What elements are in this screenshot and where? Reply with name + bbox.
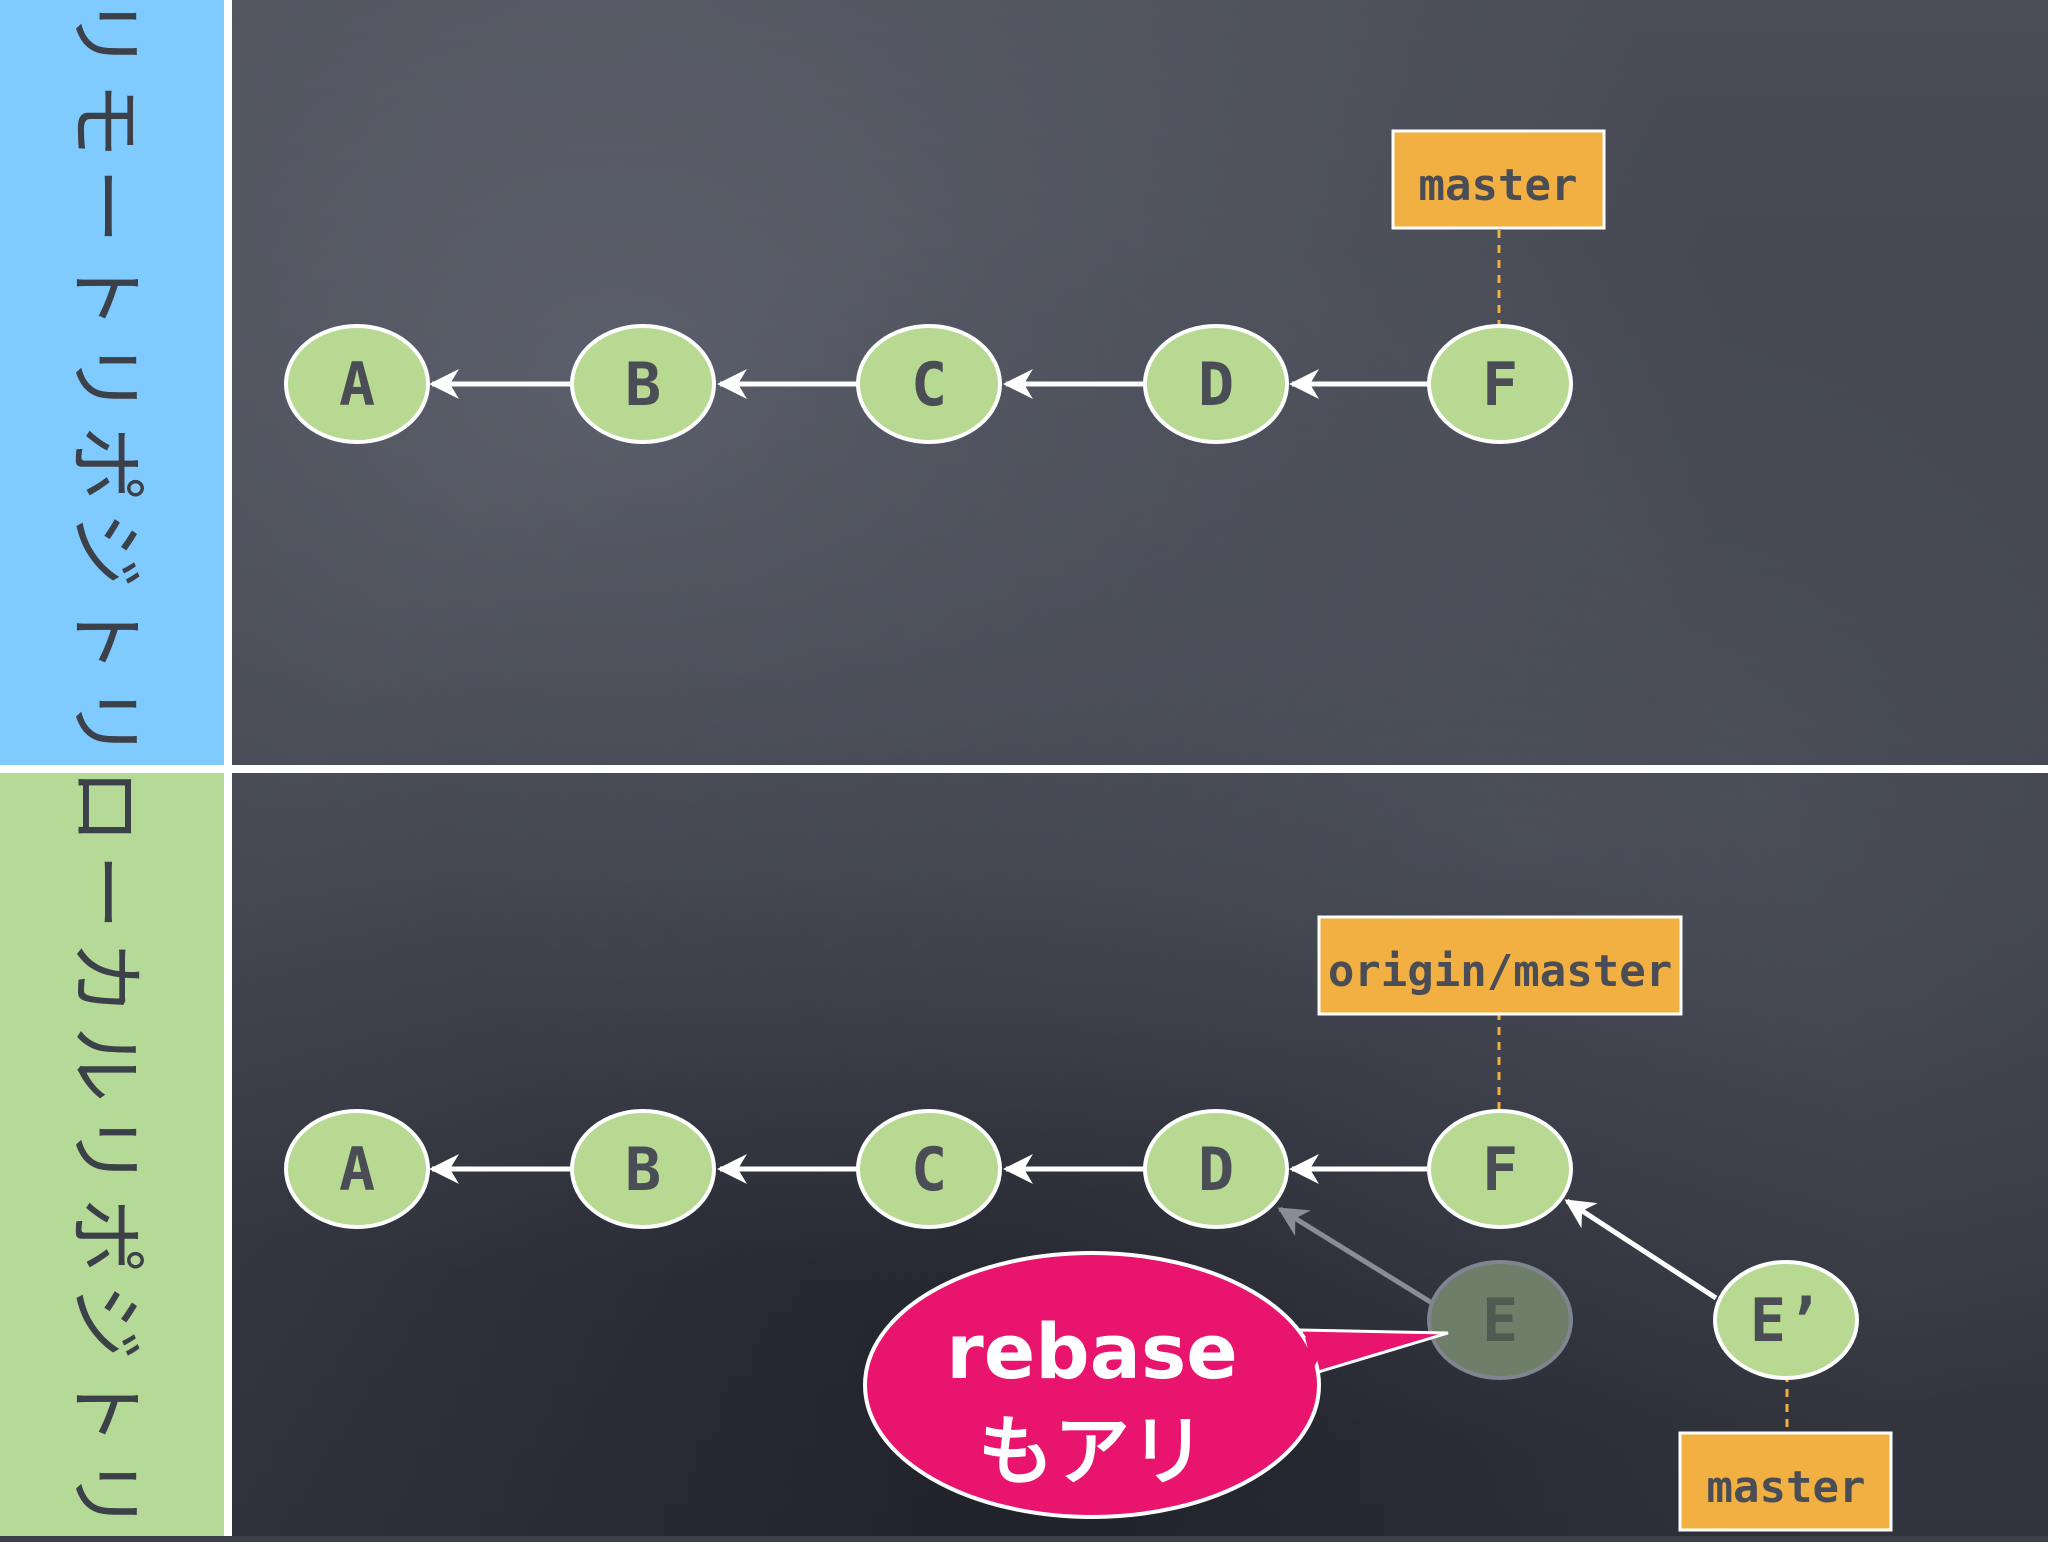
local-commit-D-label: D	[1198, 1135, 1234, 1205]
local-commit-A: A	[284, 1109, 430, 1229]
remote-master-text: master	[1419, 160, 1578, 211]
local-graph: origin/master master A B C D F E	[284, 915, 1893, 1532]
local-commit-B-label: B	[625, 1135, 661, 1205]
rebase-callout-line1: rebase	[946, 1307, 1238, 1396]
remote-commit-F: F	[1427, 324, 1573, 444]
local-commit-C: C	[856, 1109, 1002, 1229]
local-edge-E-D-faded	[1277, 1206, 1434, 1306]
remote-commit-D-label: D	[1198, 350, 1234, 420]
origin-master-label	[1317, 915, 1683, 1016]
remote-master-label	[1391, 129, 1606, 230]
remote-commit-D: D	[1143, 324, 1289, 444]
local-commit-F: F	[1427, 1109, 1573, 1229]
remote-commit-B-label: B	[625, 350, 661, 420]
local-master-label	[1678, 1431, 1893, 1532]
local-commit-Eprime: E’	[1713, 1260, 1859, 1380]
local-commit-D: D	[1143, 1109, 1289, 1229]
local-commit-F-label: F	[1482, 1135, 1518, 1205]
local-commit-E-old: E	[1427, 1260, 1573, 1380]
rebase-callout-line2: もアリ	[978, 1407, 1206, 1496]
local-commit-A-label: A	[339, 1135, 375, 1205]
rebase-callout-tail	[1297, 1328, 1449, 1374]
local-repo-sidebar: ローカルリポジトリ	[0, 768, 224, 1542]
local-edge-Eprime-F	[1564, 1198, 1718, 1301]
rebase-callout-join	[1305, 1337, 1325, 1370]
remote-commit-A-label: A	[339, 350, 375, 420]
remote-commit-F-label: F	[1482, 350, 1518, 420]
local-commit-C-label: C	[911, 1135, 947, 1205]
remote-commit-C: C	[856, 324, 1002, 444]
local-master-text: master	[1707, 1462, 1866, 1513]
remote-repo-sidebar: リモートリポジトリ	[0, 0, 224, 770]
local-commit-E-label: E	[1482, 1286, 1518, 1356]
local-commit-B: B	[570, 1109, 716, 1229]
horizontal-divider	[0, 765, 2048, 773]
origin-master-text: origin/master	[1328, 946, 1672, 997]
remote-commit-C-label: C	[911, 350, 947, 420]
local-commit-Eprime-label: E’	[1750, 1286, 1822, 1356]
rebase-callout-body	[863, 1251, 1321, 1519]
remote-commit-B: B	[570, 324, 716, 444]
rebase-callout: rebase もアリ	[863, 1251, 1449, 1519]
remote-graph: master A B C D F	[284, 129, 1606, 444]
remote-commit-A: A	[284, 324, 430, 444]
